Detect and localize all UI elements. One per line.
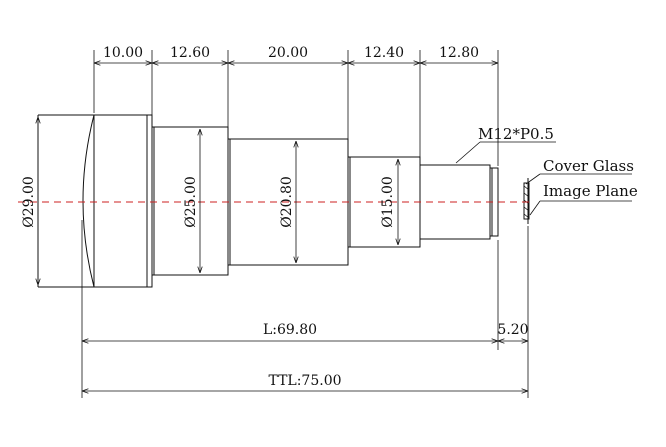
back-focus-label: 5.20 xyxy=(497,322,528,338)
dim-segment-5: 12.80 xyxy=(439,45,479,61)
dim-segment-4: 12.40 xyxy=(364,45,404,61)
diameter-15: Ø15.00 xyxy=(380,176,396,228)
ttl-label: TTL:75.00 xyxy=(268,373,341,389)
length-label: L:69.80 xyxy=(263,322,317,338)
top-dimension-lines xyxy=(93,50,499,166)
bottom-dimension-lines xyxy=(81,220,529,398)
image-plane-leader xyxy=(529,200,541,216)
image-plane-label: Image Plane xyxy=(543,182,638,200)
dim-segment-2: 12.60 xyxy=(170,45,210,61)
barrel-segment-1 xyxy=(93,114,153,288)
thread-label: M12*P0.5 xyxy=(478,125,554,143)
front-lens-element xyxy=(37,114,95,288)
diameter-25: Ø25.00 xyxy=(183,176,199,228)
dim-segment-1: 10.00 xyxy=(103,45,143,61)
diameter-lines xyxy=(38,117,398,285)
dim-segment-3: 20.00 xyxy=(268,45,308,61)
cover-glass-label: Cover Glass xyxy=(543,157,634,175)
lens-body xyxy=(37,114,499,288)
thread-leader xyxy=(455,141,481,164)
diameter-20-8: Ø20.80 xyxy=(279,176,295,228)
diameter-29: Ø29.00 xyxy=(21,176,37,228)
cover-glass-leader xyxy=(525,173,541,185)
